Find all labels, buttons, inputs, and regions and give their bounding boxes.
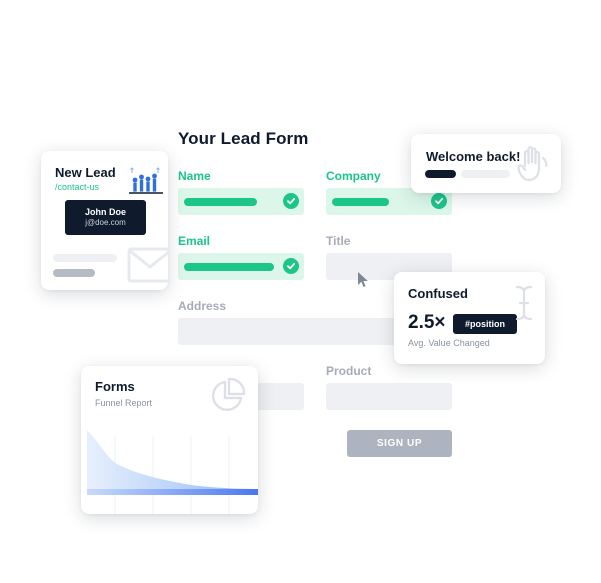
progress-filled <box>425 170 456 178</box>
contact-email: j@doe.com <box>85 218 126 227</box>
mouse-pointer-icon <box>358 272 368 287</box>
email-field[interactable] <box>178 253 304 280</box>
welcome-title: Welcome back! <box>426 149 521 164</box>
sign-up-button[interactable]: SIGN UP <box>347 430 452 457</box>
email-label: Email <box>178 234 211 248</box>
confused-subtitle: Avg. Value Changed <box>408 338 490 348</box>
placeholder-line <box>53 269 95 277</box>
form-title: Your Lead Form <box>178 129 309 148</box>
name-check-icon <box>283 193 299 209</box>
confused-value: 2.5× <box>408 312 446 333</box>
people-chart-icon <box>129 167 163 194</box>
forms-title: Forms <box>95 379 135 394</box>
address-label: Address <box>178 299 227 313</box>
company-value-bar <box>332 198 389 206</box>
product-field[interactable] <box>326 383 452 410</box>
progress-empty <box>461 170 510 178</box>
placeholder-line <box>53 254 117 262</box>
email-check-icon <box>283 258 299 274</box>
welcome-back-card[interactable]: Welcome back! <box>411 134 561 193</box>
confused-title: Confused <box>408 286 468 301</box>
forms-card[interactable]: Forms Funnel Report <box>81 366 258 514</box>
name-field[interactable] <box>178 188 304 215</box>
company-label: Company <box>326 169 381 183</box>
text-cursor-icon <box>515 285 533 321</box>
funnel-area <box>87 430 258 495</box>
funnel-chart <box>87 430 258 514</box>
hand-icon <box>517 146 548 182</box>
envelope-icon <box>127 247 168 283</box>
new-lead-card[interactable]: New Lead /contact-us John Doe j@doe.com <box>41 151 168 290</box>
title-label: Title <box>326 234 351 248</box>
company-check-icon <box>431 193 447 209</box>
contact-name: John Doe <box>84 207 126 217</box>
confused-card[interactable]: Confused 2.5× #position Avg. Value Chang… <box>394 272 545 364</box>
pie-chart-icon <box>212 377 246 411</box>
position-tag: #position <box>453 314 517 334</box>
name-value-bar <box>184 198 257 206</box>
product-label: Product <box>326 364 372 378</box>
forms-subtitle: Funnel Report <box>95 398 153 408</box>
contact-badge: John Doe j@doe.com <box>65 200 146 235</box>
email-value-bar <box>184 263 274 271</box>
funnel-baseline <box>87 489 258 495</box>
new-lead-title: New Lead <box>55 165 116 180</box>
name-label: Name <box>178 169 211 183</box>
new-lead-path: /contact-us <box>55 182 100 192</box>
